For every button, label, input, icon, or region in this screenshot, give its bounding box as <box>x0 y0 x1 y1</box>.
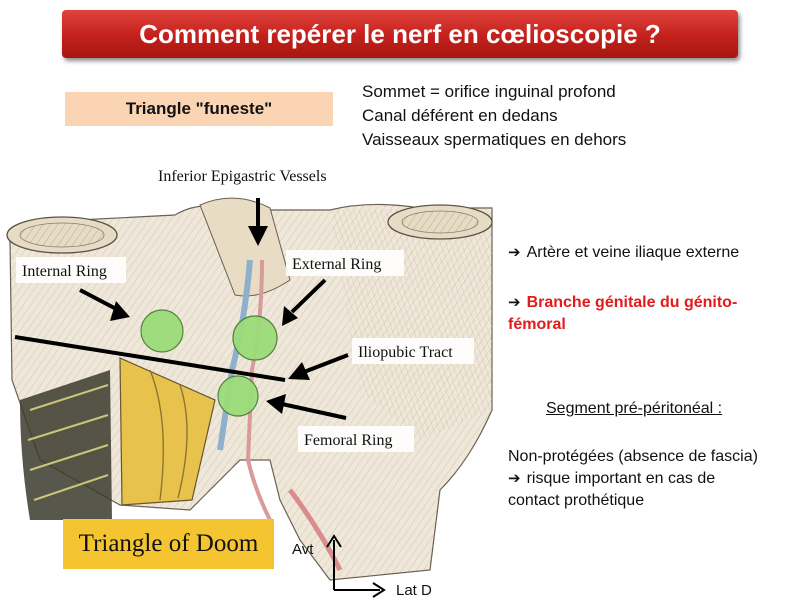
pointer-arrows <box>79 198 349 420</box>
axis-horizontal-arrowhead <box>372 582 386 598</box>
label-iliopubic-tract: Iliopubic Tract <box>358 344 453 361</box>
external-ring-label-bg <box>286 250 404 276</box>
axis-vertical-arrowhead <box>326 534 342 548</box>
bullet-item-1: ➔ Artère et veine iliaque externe <box>508 242 739 264</box>
label-inferior-epigastric: Inferior Epigastric Vessels <box>158 168 327 185</box>
bullet-text-highlight: Branche génitale du génito- <box>526 294 738 311</box>
cylinder-left-inner <box>19 222 105 248</box>
axis-label-lat-d: Lat D <box>396 582 432 599</box>
internal-ring-label-bg <box>16 257 126 283</box>
page-title: Comment repérer le nerf en cœlioscopie ? <box>139 19 661 49</box>
segment-line: ➔ risque important en cas de <box>508 468 758 490</box>
orientation-axes <box>326 534 386 598</box>
label-external-ring: External Ring <box>292 256 381 273</box>
iliopubic-label-bg <box>352 338 474 364</box>
bullet-text-highlight-cont: fémoral <box>508 316 566 333</box>
info-line: Canal déférent en dedans <box>362 106 558 125</box>
label-internal-ring: Internal Ring <box>22 263 107 280</box>
segment-line: contact prothétique <box>508 492 645 509</box>
right-arrow-icon: ➔ <box>508 294 521 311</box>
segment-title: Segment pré-péritonéal : <box>546 400 723 417</box>
right-arrow-icon: ➔ <box>508 244 521 261</box>
bullet-text: Artère et veine iliaque externe <box>526 244 740 261</box>
iliopubic-tract-line <box>14 335 286 382</box>
spermatic-cord <box>287 488 343 572</box>
triangle-of-doom-label: Triangle of Doom <box>63 519 274 569</box>
right-arrow-icon: ➔ <box>508 470 521 487</box>
segment-line-text: risque important en cas de <box>526 470 716 487</box>
dark-muscle-stripes <box>27 384 109 501</box>
triangle-of-doom-area <box>119 357 216 506</box>
cylinder-right-inner <box>401 210 479 234</box>
title-banner: Comment repérer le nerf en cœlioscopie ? <box>62 10 738 58</box>
anatomy-diagram: Inferior Epigastric Vessels Internal Rin… <box>6 168 493 581</box>
femoral-ring-circle <box>217 375 259 417</box>
info-list: Sommet = orifice inguinal profond Canal … <box>362 80 626 152</box>
label-femoral-ring: Femoral Ring <box>304 432 392 449</box>
internal-ring-circle <box>140 309 184 353</box>
segment-details: Non-protégées (absence de fascia) ➔ risqu… <box>508 446 758 512</box>
segment-line: Non-protégées (absence de fascia) <box>508 448 758 465</box>
info-line: Sommet = orifice inguinal profond <box>362 82 616 101</box>
subtitle-box: Triangle "funeste" <box>65 92 333 126</box>
info-line: Vaisseaux spermatiques en dehors <box>362 130 627 149</box>
external-ring-circle <box>232 315 278 361</box>
triangle-vessels <box>149 369 188 501</box>
bullet-item-2: ➔ Branche génitale du génito- fémoral <box>508 292 737 336</box>
femoral-ring-label-bg <box>298 426 414 452</box>
axis-label-avt: Avt <box>292 541 314 558</box>
dark-muscle <box>20 370 112 520</box>
artery-vessel <box>245 259 272 521</box>
subtitle-text: Triangle "funeste" <box>125 99 273 118</box>
triangle-of-doom-text: Triangle of Doom <box>78 530 259 557</box>
